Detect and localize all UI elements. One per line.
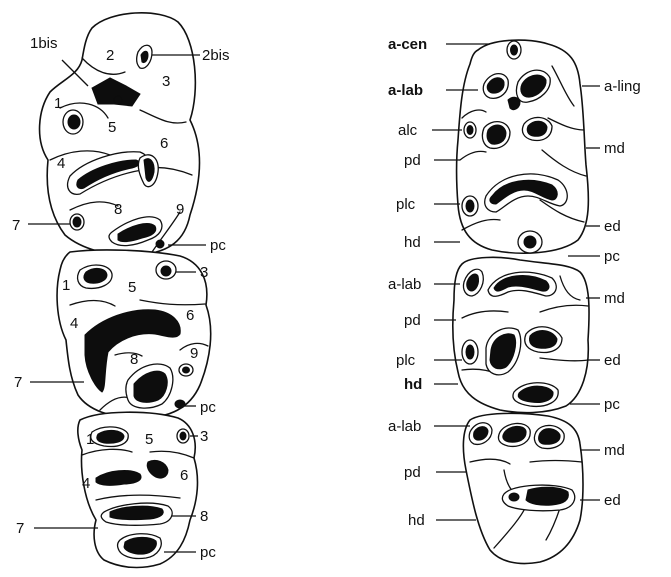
label-9-middle: 9 [190, 345, 198, 362]
label-6-upper: 6 [160, 135, 168, 152]
left-tooth-upper [40, 13, 200, 256]
label-5-lower: 5 [145, 431, 153, 448]
label-5-upper: 5 [108, 119, 116, 136]
label-3-lower: 3 [200, 428, 208, 445]
label-3-middle: 3 [200, 264, 208, 281]
label-plc-2: plc [396, 352, 416, 369]
right-tooth-middle [453, 257, 589, 412]
label-8-middle: 8 [130, 351, 138, 368]
label-2bis: 2bis [202, 47, 230, 64]
label-4-upper: 4 [57, 155, 65, 172]
left-tooth-lower [78, 412, 198, 567]
label-8-upper: 8 [114, 201, 122, 218]
label-6-lower: 6 [180, 467, 188, 484]
label-md-2: md [604, 290, 625, 307]
label-7-lower: 7 [16, 520, 24, 537]
label-pc-lower: pc [200, 544, 216, 561]
label-ed-1: ed [604, 218, 621, 235]
label-a-lab-1: a-lab [388, 82, 423, 99]
label-5-middle: 5 [128, 279, 136, 296]
label-hd-2: hd [404, 376, 422, 393]
right-tooth-row: a-cen a-lab a-ling alc md pd plc ed hd p… [388, 36, 641, 564]
label-7-upper: 7 [12, 217, 20, 234]
label-1-middle: 1 [62, 277, 70, 294]
label-a-cen: a-cen [388, 36, 427, 53]
label-a-ling: a-ling [604, 78, 641, 95]
left-tooth-row: 1bis 2 2bis 3 1 5 6 4 7 8 9 pc 3 1 5 6 4… [12, 13, 230, 568]
label-4-middle: 4 [70, 315, 78, 332]
label-4-lower: 4 [82, 475, 90, 492]
label-a-lab-2: a-lab [388, 276, 421, 293]
label-7-middle: 7 [14, 374, 22, 391]
label-pc-middle: pc [200, 399, 216, 416]
right-tooth-upper [457, 40, 589, 253]
label-6-middle: 6 [186, 307, 194, 324]
label-3-upper: 3 [162, 73, 170, 90]
label-1-upper: 1 [54, 95, 62, 112]
label-a-lab-3: a-lab [388, 418, 421, 435]
label-pd-1: pd [404, 152, 421, 169]
label-ed-3: ed [604, 492, 621, 509]
right-tooth-lower [463, 413, 583, 563]
label-md-3: md [604, 442, 625, 459]
label-pd-2: pd [404, 312, 421, 329]
label-plc-1: plc [396, 196, 416, 213]
label-pc-2: pc [604, 396, 620, 413]
label-1bis: 1bis [30, 35, 58, 52]
label-2: 2 [106, 47, 114, 64]
label-hd-1: hd [404, 234, 421, 251]
label-md-1: md [604, 140, 625, 157]
left-tooth-middle [57, 250, 211, 418]
label-8-lower: 8 [200, 508, 208, 525]
label-9-upper: 9 [176, 201, 184, 218]
label-alc: alc [398, 122, 418, 139]
label-ed-2: ed [604, 352, 621, 369]
label-1-lower: 1 [86, 431, 94, 448]
label-pd-3: pd [404, 464, 421, 481]
label-pc-upper: pc [210, 237, 226, 254]
label-hd-3: hd [408, 512, 425, 529]
label-pc-1: pc [604, 248, 620, 265]
